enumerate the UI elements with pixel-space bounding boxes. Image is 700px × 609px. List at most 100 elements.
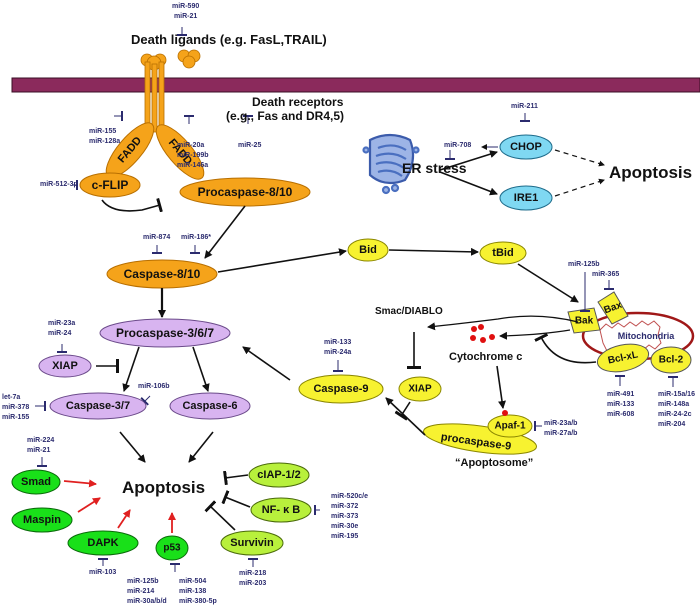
caspase-3-7-node[interactable] bbox=[49, 392, 147, 420]
dapk-label: DAPK bbox=[87, 537, 118, 549]
bid-node[interactable] bbox=[347, 238, 389, 262]
maspin-node[interactable] bbox=[11, 507, 73, 533]
mirna-cflip: miR-512-3p bbox=[40, 181, 78, 188]
edge-caspase9-to-procaspase3 bbox=[242, 346, 291, 381]
er-stress-label: ER stress bbox=[402, 160, 467, 176]
caspase-6-label: Caspase-6 bbox=[182, 400, 237, 412]
er-dashed-edges bbox=[554, 149, 605, 197]
death-receptor-icon bbox=[144, 61, 165, 133]
bak-label: Bak bbox=[575, 316, 594, 327]
chop-node[interactable] bbox=[499, 134, 553, 160]
bax-node[interactable] bbox=[597, 291, 629, 325]
maspin-label: Maspin bbox=[23, 514, 61, 526]
mirna-caspase8-a: miR-874 bbox=[143, 234, 171, 241]
mirna-inhibition-edges bbox=[35, 27, 678, 572]
edge-apoptosome-to-caspase9 bbox=[385, 397, 426, 436]
death-receptors-label: Death receptors bbox=[252, 95, 344, 109]
xiap-right-node[interactable] bbox=[398, 376, 442, 402]
xiap-left-node[interactable] bbox=[38, 354, 92, 378]
survivin-node[interactable] bbox=[220, 530, 284, 556]
tbid-node[interactable] bbox=[479, 241, 527, 265]
edge-caspase37-to-apoptosis bbox=[119, 431, 146, 463]
edge-cytochrome-to-apaf bbox=[496, 365, 506, 409]
edge-procaspase8-to-caspase8 bbox=[204, 205, 246, 259]
ire1-label: IRE1 bbox=[514, 192, 538, 204]
xiap-left-label: XIAP bbox=[52, 360, 78, 372]
cytochrome-c-label: Cytochrome c bbox=[449, 351, 523, 363]
edge-procaspase3-to-caspase37 bbox=[122, 346, 140, 392]
bcl-2-label: Bcl-2 bbox=[659, 355, 684, 366]
caspase-8-10-label: Caspase-8/10 bbox=[124, 267, 201, 281]
mirna-receptors-b: miR-25 bbox=[238, 142, 262, 149]
mirna-chop: miR-211 bbox=[511, 103, 538, 110]
procaspase-3-6-7-label: Procaspase-3/6/7 bbox=[116, 326, 214, 340]
procaspase-8-10-label: Procaspase-8/10 bbox=[198, 185, 293, 199]
mirna-bax: miR-365 bbox=[592, 271, 620, 278]
cell-membrane bbox=[11, 77, 700, 93]
ciap-node[interactable] bbox=[248, 462, 310, 488]
nfkb-node[interactable] bbox=[250, 497, 312, 523]
activation-edges bbox=[63, 479, 176, 533]
chop-label: CHOP bbox=[510, 141, 542, 153]
edge-procaspase3-to-caspase6 bbox=[192, 346, 210, 392]
mirna-er-stress: miR-708 bbox=[444, 142, 472, 149]
dapk-node[interactable] bbox=[67, 530, 139, 556]
apaf-1-label: Apaf-1 bbox=[494, 421, 526, 432]
cytochrome-c-bound-icon bbox=[502, 410, 508, 416]
p53-label: p53 bbox=[163, 543, 181, 554]
cytochrome-c-icon bbox=[470, 324, 495, 343]
mirna-caspase8-b: miR-186* bbox=[181, 234, 211, 241]
edge-nfkb-inhibits-apoptosis bbox=[221, 490, 251, 508]
cflip-node[interactable] bbox=[79, 172, 141, 198]
caspase-9-node[interactable] bbox=[298, 374, 384, 404]
xiap-right-label: XIAP bbox=[408, 384, 432, 395]
smac-diablo-label: Smac/DIABLO bbox=[375, 306, 443, 317]
apaf-1-node[interactable] bbox=[487, 414, 533, 438]
p53-node[interactable] bbox=[155, 535, 189, 561]
edge-ciap-inhibits-apoptosis bbox=[223, 470, 249, 486]
caspase-3-7-label: Caspase-3/7 bbox=[66, 400, 130, 412]
nfkb-label: NF- κ B bbox=[262, 504, 301, 516]
ire1-node[interactable] bbox=[499, 185, 553, 211]
mirna-dapk: miR-103 bbox=[89, 569, 117, 576]
cflip-label: c-FLIP bbox=[92, 178, 129, 192]
edge-tbid-to-bax bbox=[517, 263, 579, 303]
edge-er-to-chop bbox=[439, 150, 498, 171]
edge-caspase8-to-bid bbox=[217, 248, 347, 273]
bcl-2-node[interactable] bbox=[650, 346, 692, 374]
fadd-right-node[interactable] bbox=[149, 118, 211, 186]
mirna-bid: miR-125b bbox=[568, 261, 600, 268]
edge-bclxl-inhibits-cytochrome bbox=[534, 332, 597, 364]
er-apoptosis-label: Apoptosis bbox=[609, 163, 693, 182]
edge-cflip-inhibits-procaspase8 bbox=[101, 197, 163, 213]
smad-node[interactable] bbox=[11, 469, 61, 495]
edge-mito-to-smac bbox=[427, 315, 579, 331]
caspase-6-node[interactable] bbox=[169, 392, 251, 420]
edge-bid-to-tbid bbox=[388, 247, 479, 256]
apoptosome-label: “Apoptosome” bbox=[455, 457, 534, 469]
main-apoptosis-label: Apoptosis bbox=[122, 478, 206, 497]
death-ligands-label: Death ligands (e.g. FasL,TRAIL) bbox=[131, 32, 327, 47]
edge-survivin-inhibits-apoptosis bbox=[204, 500, 236, 531]
edge-er-to-ire1 bbox=[439, 171, 498, 196]
death-ligand-trimer-icon bbox=[177, 49, 201, 69]
mitochondria-label: Mitochondria bbox=[618, 331, 675, 341]
survivin-label: Survivin bbox=[230, 537, 274, 549]
bcl-xl-node[interactable] bbox=[595, 340, 651, 376]
edge-mito-to-cytochrome bbox=[499, 329, 571, 340]
edge-caspase6-to-apoptosis bbox=[188, 431, 214, 463]
procaspase-3-6-7-node[interactable] bbox=[99, 318, 231, 348]
